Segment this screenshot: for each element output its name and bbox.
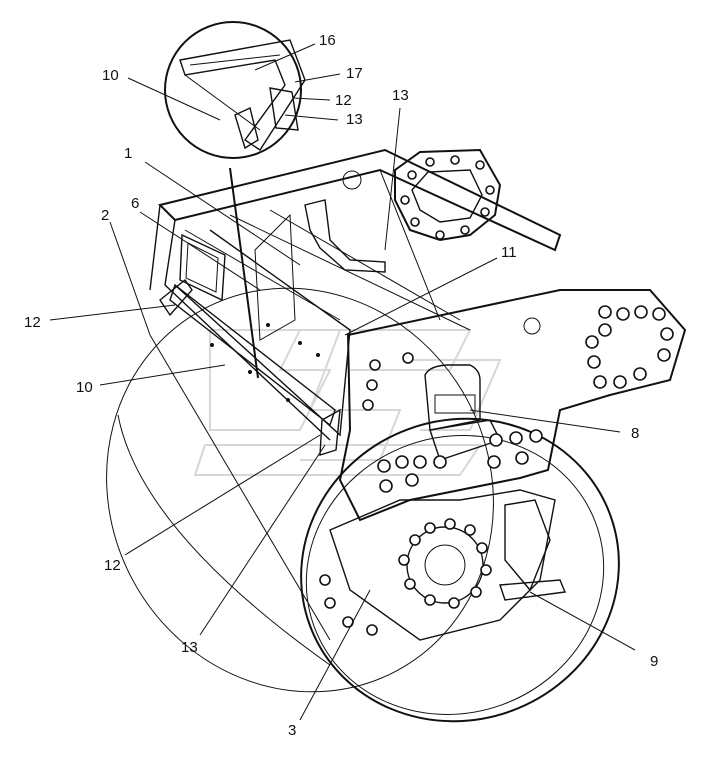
callout-16: 16 (319, 32, 336, 49)
callout-11: 11 (501, 244, 517, 261)
callout-13-top: 13 (392, 87, 409, 104)
callout-12-left: 12 (24, 314, 41, 331)
callout-6: 6 (131, 195, 139, 212)
front-plate (338, 289, 687, 522)
drum-flange (319, 489, 566, 641)
hinge-bracket (304, 199, 386, 273)
drum-front-disk (300, 417, 620, 723)
callout-2: 2 (101, 207, 109, 224)
callout-17: 17 (346, 65, 363, 82)
callout-8: 8 (631, 425, 639, 442)
callout-10-top: 10 (102, 67, 119, 84)
callout-10-left: 10 (76, 379, 93, 396)
mount-bracket (394, 148, 502, 242)
drum-body (106, 287, 494, 693)
plate-bolts (362, 305, 674, 493)
detail-inset (164, 21, 306, 379)
frame-crossbeam (149, 148, 562, 441)
callout-labels: 16 17 12 13 10 13 1 6 2 11 12 10 8 12 13… (24, 32, 658, 739)
callout-13-bottom: 13 (181, 639, 198, 656)
callout-9: 9 (650, 653, 658, 670)
callout-3: 3 (288, 722, 296, 739)
callout-12-detail: 12 (335, 92, 352, 109)
callout-1: 1 (124, 145, 132, 162)
callout-13-detail: 13 (346, 111, 363, 128)
side-rail (159, 213, 341, 456)
callout-12-bottom: 12 (104, 557, 121, 574)
side-panel (179, 233, 226, 302)
watermark-logo (193, 329, 502, 476)
leader-lines (49, 43, 636, 721)
